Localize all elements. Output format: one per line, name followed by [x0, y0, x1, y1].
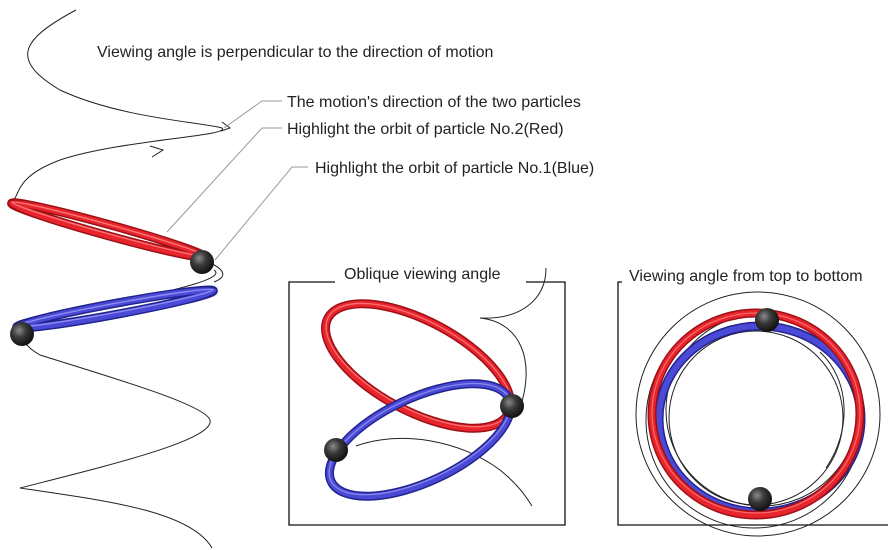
arrowhead-icon: [220, 121, 232, 132]
top-title: Viewing angle from top to bottom: [629, 268, 863, 285]
sphere-icon: [748, 487, 772, 511]
top-panel: Viewing angle from top to bottom: [617, 268, 888, 537]
blue-orbit-side: [12, 285, 218, 333]
label-blue-orbit: Highlight the orbit of particle No.1(Blu…: [315, 160, 594, 177]
helix-trace: [479, 267, 547, 409]
label-red-orbit: Highlight the orbit of particle No.2(Red…: [287, 121, 564, 138]
oblique-title: Oblique viewing angle: [344, 266, 501, 283]
red-orbit-top: [647, 308, 865, 520]
helix-trace: [355, 437, 533, 507]
leader-lines: [166, 100, 308, 261]
main-title: Viewing angle is perpendicular to the di…: [97, 44, 493, 61]
sphere-icon: [10, 322, 34, 346]
sphere-icon: [190, 250, 214, 274]
oblique-panel: Oblique viewing angle: [288, 266, 566, 526]
sphere-icon: [500, 394, 524, 418]
helix-trace: [13, 9, 223, 201]
sphere-icon: [755, 308, 779, 332]
red-orbit-side: [7, 198, 209, 262]
arrowhead-icon: [149, 145, 165, 158]
red-orbit-oblique: [320, 299, 516, 433]
sphere-icon: [324, 438, 348, 462]
side-view: [7, 9, 232, 549]
label-motion-direction: The motion's direction of the two partic…: [287, 94, 581, 111]
blue-orbit-oblique: [324, 379, 516, 501]
